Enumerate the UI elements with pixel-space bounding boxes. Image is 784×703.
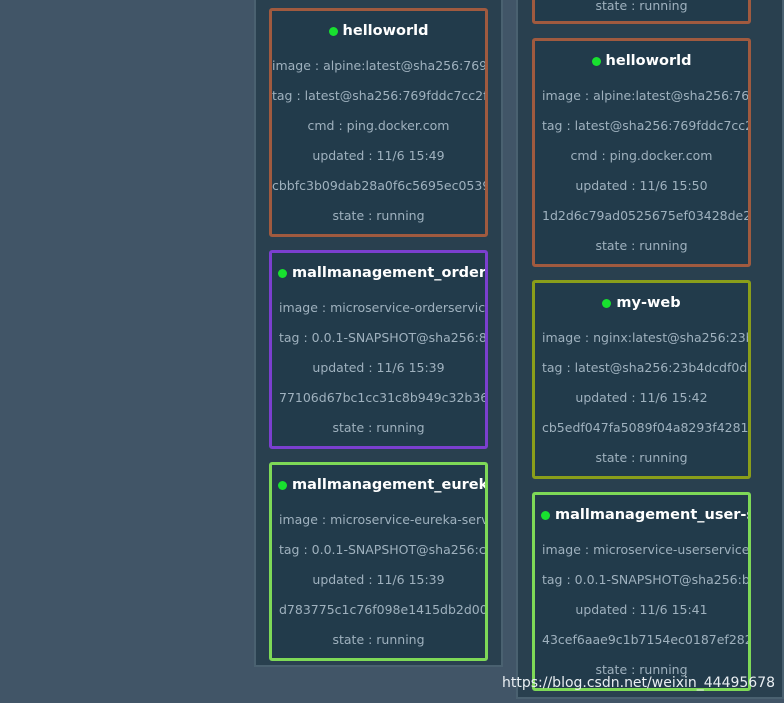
container-image: image : nginx:latest@sha256:23b4dc: [542, 330, 748, 345]
container-image: image : microservice-userservice:0.0: [542, 542, 751, 557]
container-tag: tag : latest@sha256:769fddc7cc2f0a: [272, 88, 488, 103]
container-id: d783775c1c76f098e1415db2d00a9b: [279, 602, 488, 617]
container-tag: tag : latest@sha256:23b4dcdf0d34d: [542, 360, 751, 375]
container-tag: tag : 0.0.1-SNAPSHOT@sha256:b120: [542, 572, 751, 587]
container-state: state : running: [595, 0, 688, 13]
container-name: helloworld: [342, 23, 429, 39]
container-tag: tag : 0.0.1-SNAPSHOT@sha256:c052: [279, 542, 488, 557]
container-image: image : microservice-orderservice:0.: [279, 300, 488, 315]
watermark-text: https://blog.csdn.net/weixin_44495678: [502, 675, 776, 691]
left-service-column: helloworld image : alpine:latest@sha256:…: [254, 0, 503, 667]
running-status-dot-icon: [328, 26, 338, 36]
running-status-dot-icon: [278, 268, 287, 278]
container-card-mallmanagement-eureka[interactable]: mallmanagement_eureka- image : microserv…: [269, 462, 488, 661]
container-name: my-web: [616, 295, 681, 311]
container-card-mallmanagement-user[interactable]: mallmanagement_user-ser image : microser…: [532, 492, 751, 691]
container-updated: updated : 11/6 15:39: [312, 360, 445, 375]
container-title: helloworld: [535, 41, 748, 81]
container-image: image : alpine:latest@sha256:769fdd: [542, 88, 750, 103]
container-cmd: cmd : ping.docker.com: [307, 118, 450, 133]
container-id: cb5edf047fa5089f04a8293f4281f93b: [542, 420, 749, 435]
container-name: helloworld: [605, 53, 692, 69]
right-service-column: state : running helloworld image : alpin…: [516, 0, 784, 699]
container-updated: updated : 11/6 15:49: [312, 148, 445, 163]
running-status-dot-icon: [278, 480, 287, 490]
container-card-helloworld[interactable]: helloworld image : alpine:latest@sha256:…: [532, 38, 751, 267]
container-title: helloworld: [272, 11, 485, 51]
running-status-dot-icon: [602, 298, 612, 308]
container-title: mallmanagement_eureka-: [272, 465, 485, 505]
container-name: mallmanagement_order-se: [292, 265, 486, 281]
container-updated: updated : 11/6 15:41: [575, 602, 708, 617]
container-state: state : running: [595, 450, 688, 465]
container-image: image : alpine:latest@sha256:769fddc7cc2…: [272, 58, 488, 73]
container-title: mallmanagement_order-se: [272, 253, 485, 293]
container-state: state : running: [332, 632, 425, 647]
container-card-my-web[interactable]: my-web image : nginx:latest@sha256:23b4d…: [532, 280, 751, 479]
container-tag: tag : latest@sha256:769fddc7cc2f0a: [542, 118, 751, 133]
container-tag: tag : 0.0.1-SNAPSHOT@sha256:84b8: [279, 330, 488, 345]
container-updated: updated : 11/6 15:50: [575, 178, 708, 193]
container-name: mallmanagement_user-ser: [555, 507, 751, 523]
container-id: cbbfc3b09dab28a0f6c5695ec053967: [272, 178, 488, 193]
container-state: state : running: [595, 662, 688, 677]
container-updated: updated : 11/6 15:42: [575, 390, 708, 405]
container-cmd: cmd : ping.docker.com: [570, 148, 713, 163]
container-image: image : microservice-eureka-server:: [279, 512, 488, 527]
container-name: mallmanagement_eureka-: [292, 477, 488, 493]
container-id: 77106d67bc1cc31c8b949c32b3688b: [279, 390, 488, 405]
container-id: 1d2d6c79ad0525675ef03428de29fe: [542, 208, 751, 223]
container-card-partial[interactable]: state : running: [532, 0, 751, 24]
container-state: state : running: [595, 238, 688, 253]
container-state: state : running: [332, 208, 425, 223]
container-card-mallmanagement-order[interactable]: mallmanagement_order-se image : microser…: [269, 250, 488, 449]
container-updated: updated : 11/6 15:39: [312, 572, 445, 587]
container-title: my-web: [535, 283, 748, 323]
container-id: 43cef6aae9c1b7154ec0187ef2825ea: [542, 632, 748, 647]
container-card-helloworld[interactable]: helloworld image : alpine:latest@sha256:…: [269, 8, 488, 237]
running-status-dot-icon: [541, 510, 550, 520]
container-state: state : running: [332, 420, 425, 435]
running-status-dot-icon: [591, 56, 601, 66]
container-title: mallmanagement_user-ser: [535, 495, 748, 535]
